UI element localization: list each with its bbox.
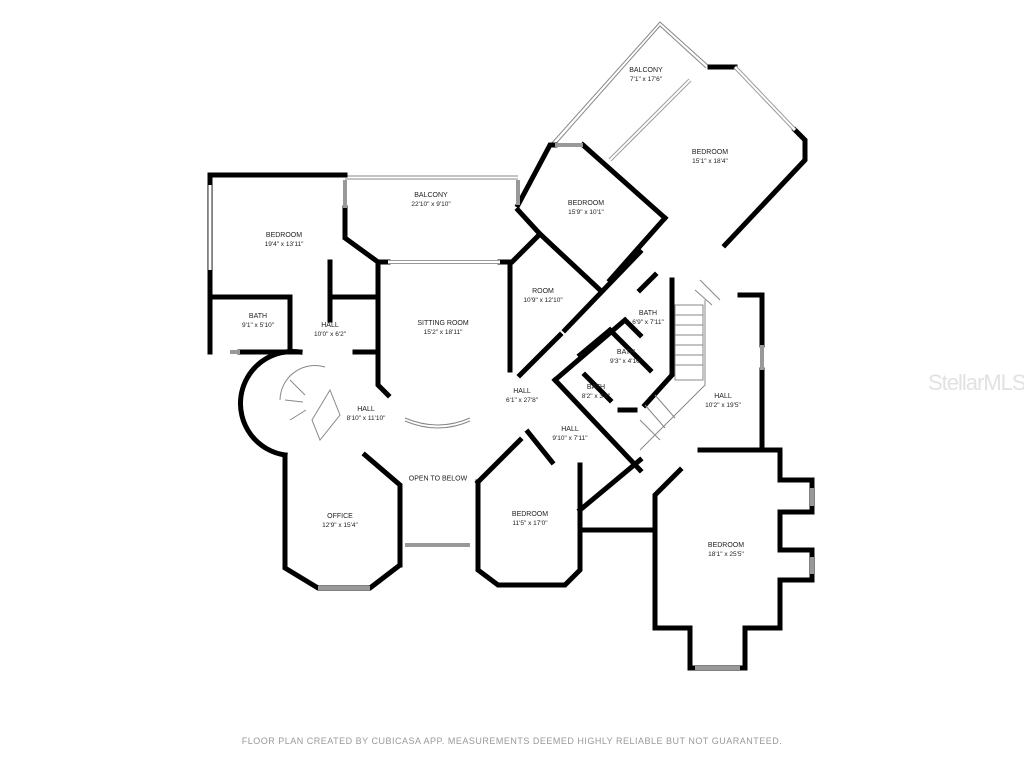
room-label-bath-3: BATH 8'2" x 3'8" [582,383,610,401]
watermark: StellarMLS [928,370,1024,395]
room-name: HALL [714,393,732,400]
room-dims: 15'2" x 18'11" [423,329,463,336]
room-name: BEDROOM [707,542,745,549]
room-name: SITTING ROOM [417,320,469,327]
room-name: HALL [321,322,339,329]
room-label-hall-s: HALL 9'10" x 7'11" [552,425,587,443]
balcony-outlines [345,21,711,180]
room-label-hall-corridor: HALL 6'1" x 27'8" [506,387,538,405]
room-dims: 9'10" x 7'11" [552,435,588,442]
staircase [279,279,721,451]
room-label-bath-w: BATH 9'1" x 5'10" [242,312,274,330]
room-dims: 6'9" x 7'11" [632,319,664,326]
room-name: BATH [248,313,268,320]
room-label-open-to-below: OPEN TO BELOW [409,475,467,484]
room-name: BATH [638,310,658,317]
room-name: OFFICE [327,513,353,520]
room-label-hall-e: HALL 10'2" x 19'5" [705,392,741,410]
footer-disclaimer: FLOOR PLAN CREATED BY CUBICASA APP. MEAS… [241,736,783,746]
room-name: OPEN TO BELOW [408,475,468,483]
room-name: BALCONY [629,67,663,74]
room-name: ROOM [532,288,554,295]
room-name: BATH [586,384,606,391]
room-dims: 9'3" x 4'10" [609,358,643,365]
room-label-hall-stair: HALL 8'10" x 11'10" [347,405,386,423]
room-dims: 7'1" x 17'6" [629,76,663,83]
room-dims: 18'1" x 25'5" [708,551,744,558]
room-name: BEDROOM [265,232,303,239]
room-label-balcony: BALCONY 22'10" x 9'10" [411,191,450,209]
room-name: BEDROOM [511,511,549,518]
room-name: BALCONY [414,192,448,199]
room-dims: 9'1" x 5'10" [241,322,275,329]
windows [208,65,814,670]
room-label-sitting-room: SITTING ROOM 15'2" x 18'11" [417,319,468,337]
room-label-room: ROOM 10'9" x 12'10" [523,287,562,305]
room-name: HALL [357,406,375,413]
room-name: BATH [616,349,636,356]
walls [207,64,815,671]
room-label-bath-2: BATH 9'3" x 4'10" [610,348,642,366]
room-dims: 10'0" x 6'2" [313,331,347,338]
room-label-balcony-north: BALCONY 7'1" x 17'6" [629,66,662,84]
room-dims: 11'5" x 17'0" [512,520,548,527]
room-label-bedroom-ne: BEDROOM 15'1" x 18'4" [692,148,728,166]
room-dims: 15'9" x 10'1" [568,209,604,216]
room-dims: 8'2" x 3'8" [581,393,611,400]
room-label-bedroom-w: BEDROOM 19'4" x 13'11" [265,231,304,249]
room-name: HALL [561,426,579,433]
room-label-hall-w: HALL 10'0" x 6'2" [314,321,346,339]
room-label-bath-1: BATH 6'9" x 7'11" [632,309,664,327]
room-dims: 8'10" x 11'10" [346,415,386,422]
room-name: HALL [513,388,531,395]
room-dims: 15'1" x 18'4" [692,158,728,165]
room-label-office: OFFICE 12'9" x 15'4" [322,512,358,530]
room-dims: 10'9" x 12'10" [523,297,563,304]
room-name: BEDROOM [567,200,605,207]
room-dims: 22'10" x 9'10" [411,201,451,208]
room-label-bedroom-n: BEDROOM 15'9" x 10'1" [568,199,604,217]
room-dims: 12'9" x 15'4" [322,522,358,529]
room-dims: 6'1" x 27'8" [505,397,539,404]
room-label-bedroom-se: BEDROOM 18'1" x 25'5" [708,541,744,559]
room-name: BEDROOM [691,149,729,156]
room-dims: 19'4" x 13'11" [264,241,304,248]
room-label-bedroom-s: BEDROOM 11'5" x 17'0" [512,510,548,528]
room-dims: 10'2" x 19'5" [705,402,741,409]
